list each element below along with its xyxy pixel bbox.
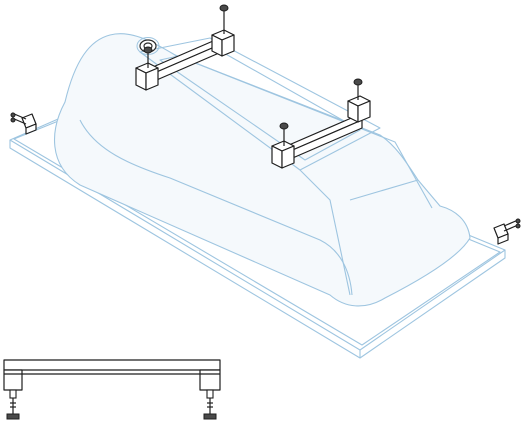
frame-side-view (3, 359, 221, 420)
leveling-bolt-icon (203, 389, 217, 420)
support-frame-front-block-left-side (281, 145, 295, 169)
support-frame-rear-block-left-side (145, 67, 159, 91)
bathtub-corner-crease (349, 179, 419, 201)
leveling-bolt-icon (279, 122, 289, 146)
leveling-bolt-icon (6, 389, 20, 420)
bathtub-top-panel (139, 37, 381, 171)
bathtub-rim-shelf (174, 54, 433, 209)
bathtub-side-crease (79, 119, 353, 296)
support-frame-front-block-right-side (357, 100, 371, 123)
wall-bracket-right (493, 218, 521, 245)
leveling-bolt-icon (143, 46, 153, 68)
wall-bracket-icon (493, 218, 521, 245)
wall-bracket-left (10, 112, 37, 135)
frame-side-view-block-left (3, 369, 23, 391)
bathtub-end-crease (299, 169, 351, 296)
wall-bracket-icon (10, 112, 37, 135)
leveling-bolt-icon (353, 78, 363, 100)
support-frame-front (271, 78, 371, 169)
frame-side-view-block-right (199, 369, 221, 391)
bathtub-basin (54, 33, 471, 307)
support-frame-rear (135, 4, 235, 91)
frame-side-view-rail (3, 359, 221, 371)
support-frame-rear-block-right-side (221, 34, 235, 57)
leveling-bolt-icon (219, 4, 229, 34)
bathtub (9, 33, 506, 359)
